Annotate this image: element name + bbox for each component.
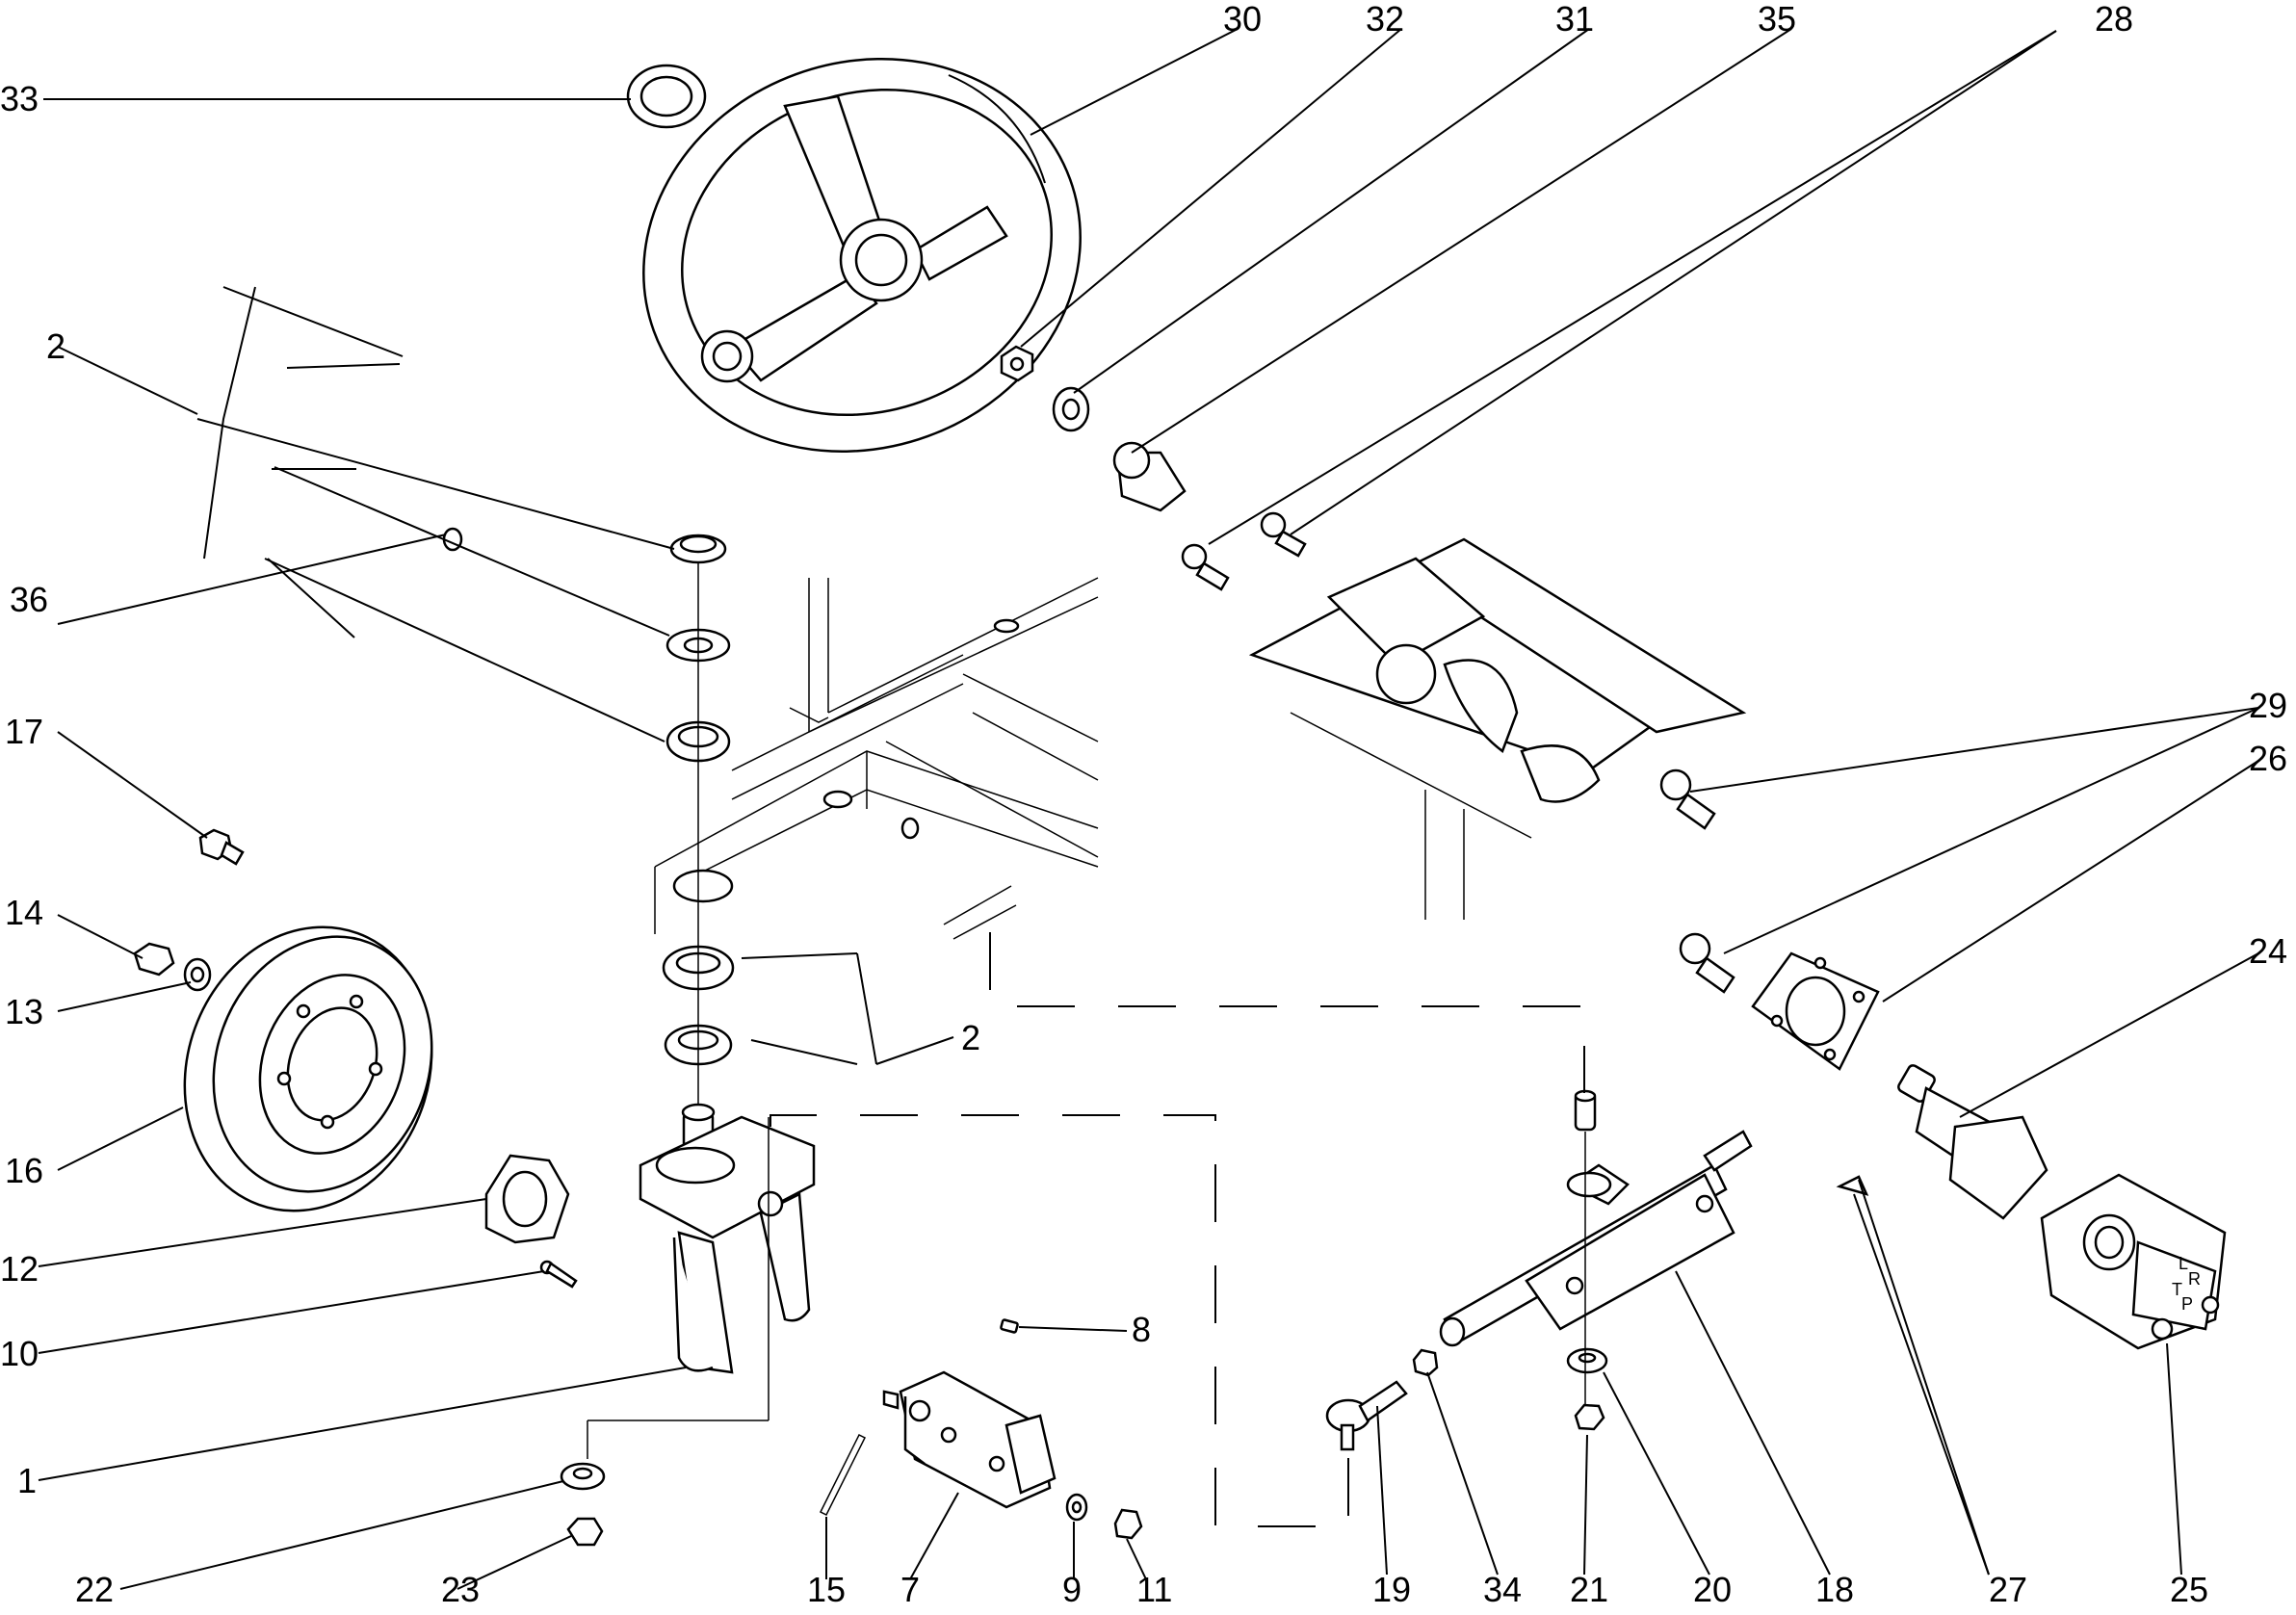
- label-18: 18: [1815, 1570, 1854, 1609]
- port-label-t: T: [2172, 1280, 2182, 1299]
- bracket-upper: [196, 286, 675, 742]
- label-30: 30: [1223, 0, 1262, 39]
- hose-routing: [587, 932, 1586, 1527]
- label-36: 36: [10, 580, 48, 619]
- port-label-p: P: [2181, 1294, 2193, 1314]
- chassis-frame: [654, 577, 1099, 940]
- label-22: 22: [75, 1570, 114, 1609]
- label-35: 35: [1758, 0, 1796, 39]
- axle-washer: [183, 957, 212, 992]
- wheel-hub: [484, 1154, 570, 1244]
- label-29: 29: [2249, 686, 2287, 725]
- axle-bolt: [198, 828, 245, 866]
- label-25: 25: [2170, 1570, 2208, 1609]
- label-8: 8: [1132, 1310, 1151, 1349]
- mount-screw-upper: [1659, 768, 1716, 830]
- lower-washer: [560, 1462, 606, 1491]
- label-12: 12: [0, 1249, 39, 1289]
- label-23: 23: [441, 1570, 480, 1609]
- motor-washer: [1065, 1493, 1088, 1522]
- label-2-lower: 2: [961, 1018, 980, 1057]
- label-31: 31: [1555, 0, 1594, 39]
- motor-nut: [1113, 1508, 1143, 1540]
- hub-cap: [626, 64, 707, 129]
- label-33: 33: [0, 79, 39, 118]
- mounting-plate: [1751, 951, 1880, 1071]
- label-9: 9: [1062, 1570, 1082, 1609]
- port-label-r: R: [2188, 1269, 2201, 1289]
- wheel-washer: [1052, 386, 1090, 432]
- label-16: 16: [5, 1151, 43, 1190]
- wheel-nut: [1000, 345, 1034, 382]
- label-19: 19: [1372, 1570, 1411, 1609]
- label-32: 32: [1366, 0, 1404, 39]
- axle-nut: [133, 942, 175, 977]
- mount-screw-lower: [1679, 932, 1735, 994]
- label-15: 15: [807, 1570, 846, 1609]
- column-bracket: [1248, 537, 1747, 920]
- label-17: 17: [5, 712, 43, 751]
- cylinder-nut: [1574, 1403, 1605, 1431]
- caster-fork: [639, 1103, 816, 1374]
- steering-unit: L R T P: [2040, 1173, 2227, 1350]
- label-21: 21: [1570, 1570, 1608, 1609]
- fork-bolt: [539, 1260, 578, 1289]
- label-24: 24: [2249, 931, 2287, 971]
- label-14: 14: [5, 893, 43, 932]
- cotter-pin: [819, 1433, 867, 1517]
- label-34: 34: [1483, 1570, 1522, 1609]
- column-screw-left: [1181, 543, 1230, 591]
- label-2-upper: 2: [46, 326, 65, 366]
- steering-wheel: [642, 58, 1082, 453]
- motor-key: [1000, 1318, 1019, 1334]
- jam-nut: [1412, 1348, 1439, 1377]
- label-13: 13: [5, 992, 43, 1031]
- label-1: 1: [17, 1461, 37, 1500]
- column-screw-right: [1260, 511, 1307, 558]
- cylinder-washer: [1566, 1347, 1608, 1374]
- lower-nut: [566, 1517, 604, 1547]
- tie-rod-end: [1325, 1380, 1408, 1451]
- cylinder-pin: [1574, 1089, 1597, 1132]
- column-shaft: [1897, 1064, 2048, 1220]
- label-28: 28: [2095, 0, 2133, 39]
- label-27: 27: [1989, 1570, 2027, 1609]
- bearing-stack: [662, 534, 735, 1107]
- steering-cylinder: [1439, 1130, 1753, 1347]
- wheel-motor: [882, 1370, 1057, 1509]
- port-label-l: L: [2179, 1254, 2188, 1273]
- label-10: 10: [0, 1334, 39, 1373]
- caster-wheel: [183, 925, 433, 1212]
- label-26: 26: [2249, 739, 2287, 778]
- spline-adapter: [1112, 441, 1187, 512]
- label-7: 7: [900, 1570, 920, 1609]
- label-11: 11: [1136, 1570, 1172, 1609]
- leader-lines: [38, 28, 2259, 1590]
- label-20: 20: [1693, 1570, 1732, 1609]
